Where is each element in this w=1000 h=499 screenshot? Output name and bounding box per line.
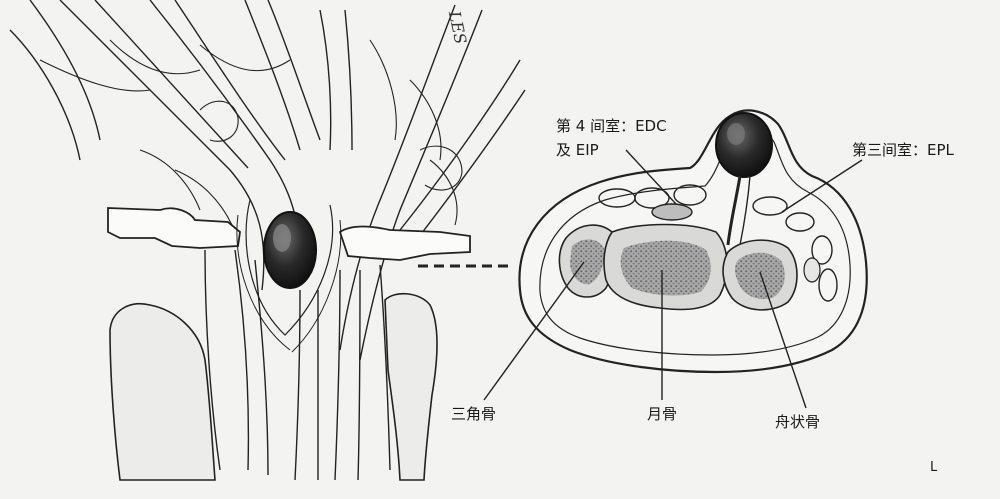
ganglion-cyst-section — [715, 112, 773, 178]
tendon-sheaths — [39, 39, 458, 226]
label-triquetrum: 三角骨 — [451, 405, 497, 423]
dorsal-wrist-drawing — [9, 0, 526, 481]
label-fourth-compartment: 第 4 间室：EDC — [556, 117, 667, 135]
label-scaphoid: 舟状骨 — [775, 413, 821, 431]
leader-scaphoid — [759, 271, 807, 409]
leader-lines — [483, 149, 863, 409]
label-fourth-compartment-line2: 及 EIP — [556, 141, 599, 159]
corner-mark: L — [930, 460, 938, 475]
right-retractor — [338, 225, 471, 261]
leader-compartment4 — [625, 149, 677, 205]
lower-tendons — [204, 249, 391, 481]
label-lunate: 月骨 — [647, 405, 678, 423]
left-retractor — [107, 207, 241, 249]
fourth-compartment-tendons — [598, 184, 707, 221]
radius-outline — [384, 292, 438, 481]
wrist-cross-section — [518, 109, 868, 374]
ulna-outline — [109, 303, 216, 481]
third-compartment-tendons — [752, 196, 838, 302]
extensor-tendons — [9, 0, 526, 361]
ganglion-cyst — [263, 211, 317, 289]
leader-compartment3 — [781, 159, 863, 213]
leader-triquetrum — [483, 261, 585, 401]
label-third-compartment: 第三间室：EPL — [852, 141, 954, 159]
